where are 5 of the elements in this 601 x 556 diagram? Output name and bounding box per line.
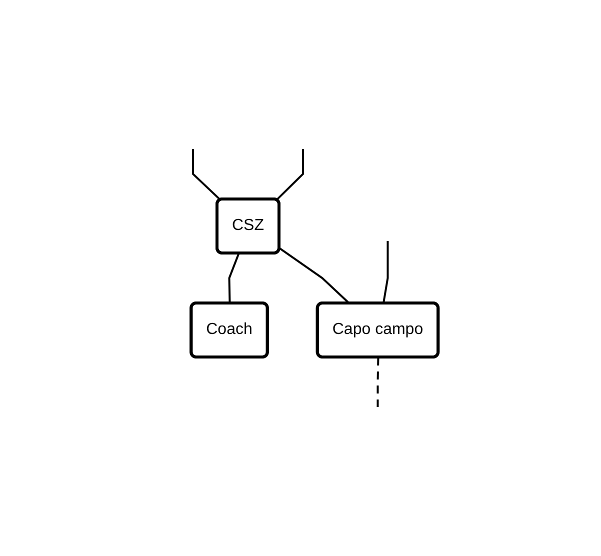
connector [192, 149, 222, 201]
connector [276, 149, 304, 201]
connector [376, 357, 380, 407]
connector [228, 253, 240, 304]
connector [382, 241, 389, 304]
